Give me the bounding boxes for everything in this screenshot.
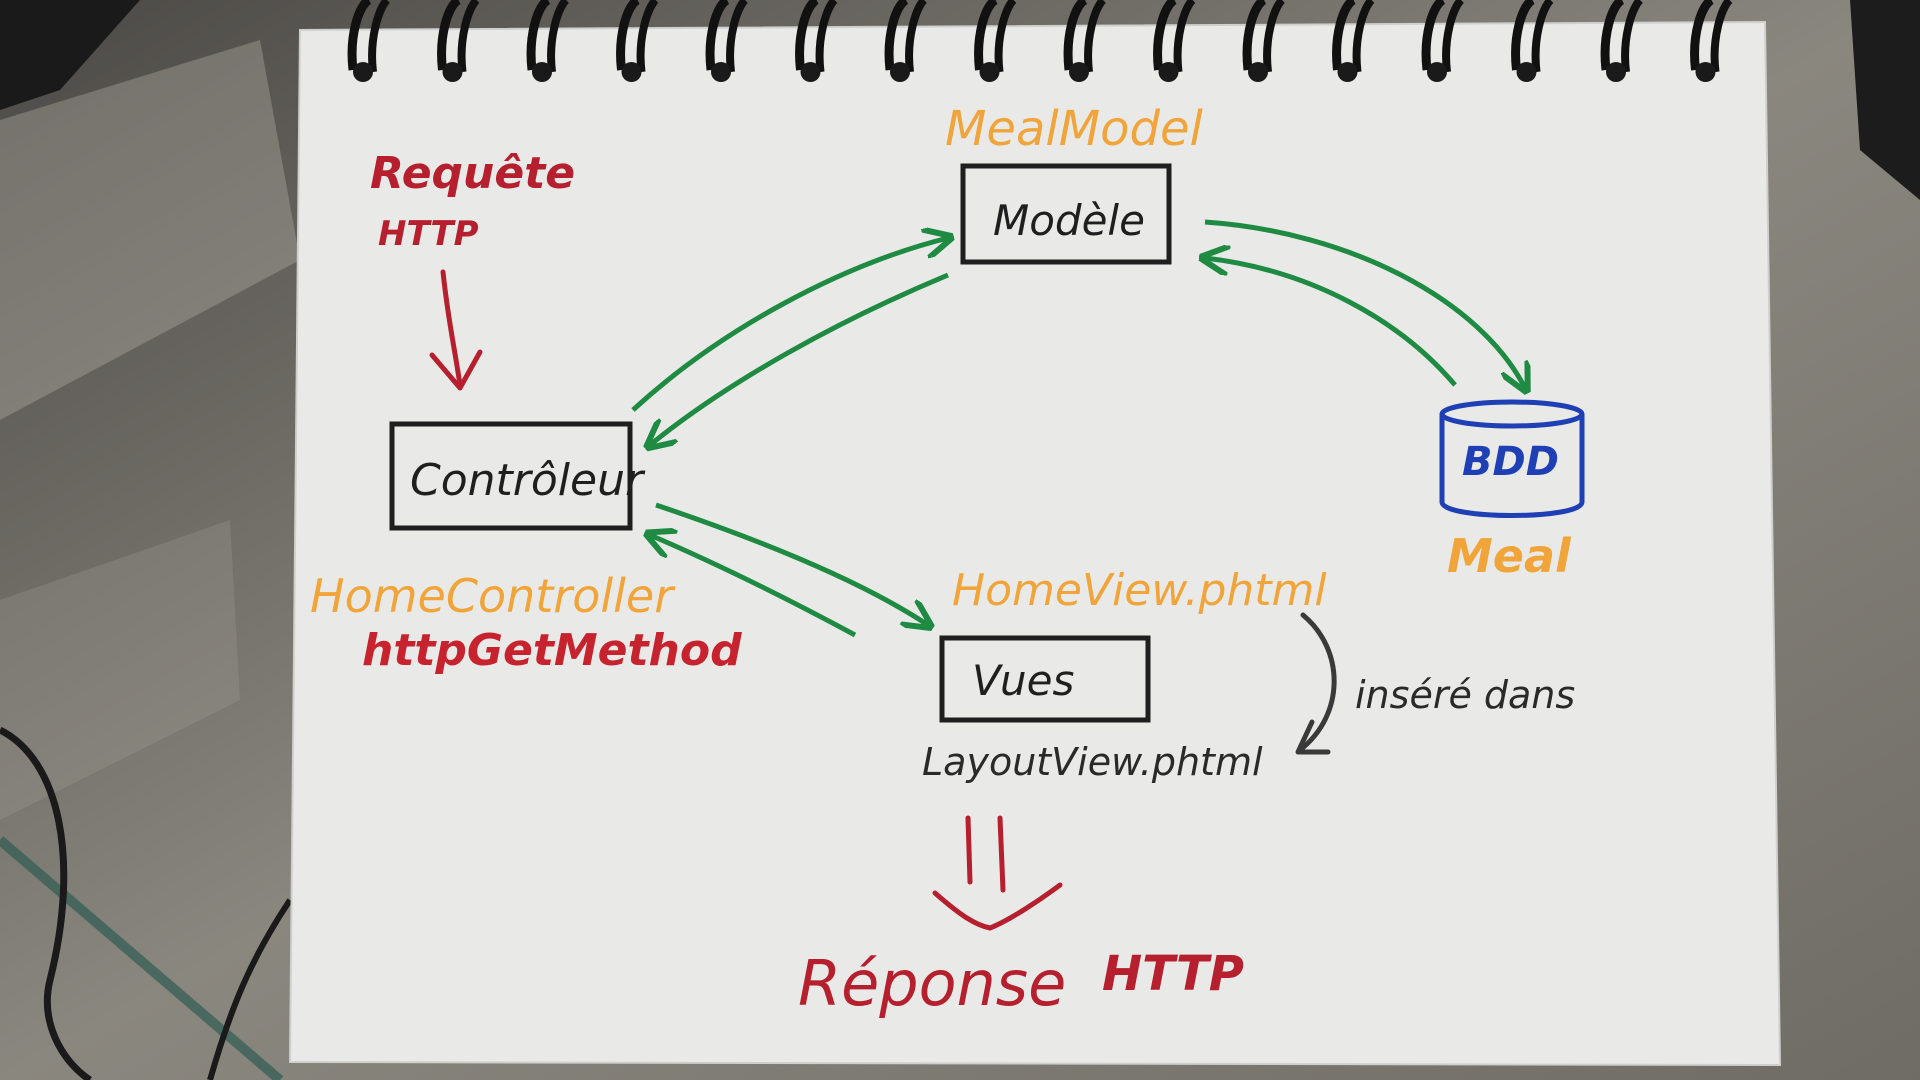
spiral-ring [547, 0, 570, 73]
spiral-hole [1069, 62, 1089, 82]
spiral-ring [457, 0, 480, 73]
spiral-ring [1621, 0, 1644, 73]
spiral-hole [353, 62, 373, 82]
spiral-ring [526, 0, 551, 71]
model-box-label: Modèle [993, 196, 1145, 245]
spiral-ring [1063, 0, 1088, 71]
spiral-ring [795, 0, 820, 71]
database-to-model-arrow [1205, 258, 1457, 387]
spiral-hole [800, 62, 821, 82]
spiral-ring [1263, 0, 1286, 73]
spiral-ring [437, 0, 462, 71]
spiral-hole [1695, 62, 1716, 82]
spiral-ring [884, 0, 909, 71]
spiral-ring [347, 0, 372, 71]
views-to-controller-arrow [650, 535, 857, 638]
controller-box-label: Contrôleur [410, 455, 646, 506]
spiral-ring [974, 0, 999, 71]
response-protocol: HTTP [1102, 946, 1244, 1002]
spiral-ring [368, 0, 391, 73]
response-label: Réponse [798, 947, 1066, 1020]
spiral-ring [705, 0, 730, 71]
database-label: BDD [1462, 439, 1559, 485]
spiral-ring [1531, 0, 1554, 73]
model-box [960, 163, 1172, 265]
spiral-ring [1421, 0, 1446, 71]
spiral-ring [636, 0, 659, 73]
spiral-hole [532, 62, 552, 82]
layout-file-label: LayoutView.phtml [922, 740, 1263, 784]
spiral-ring [905, 0, 928, 73]
spiral-ring [1710, 0, 1733, 73]
controller-class-label: HomeController [310, 569, 676, 623]
spiral-hole [1248, 62, 1268, 82]
database-table-label: Meal [1447, 529, 1572, 583]
controller-to-views-arrow [655, 502, 928, 625]
spiral-hole [1516, 62, 1537, 82]
response-arrow [932, 815, 1063, 931]
request-protocol: HTTP [378, 214, 479, 254]
controller-method-label: httpGetMethod [362, 625, 742, 676]
inserted-in-label: inséré dans [1355, 673, 1575, 717]
spiral-hole [890, 62, 910, 82]
request-label: Requête [370, 148, 575, 199]
inserted-in-arrow [1295, 612, 1337, 755]
spiral-ring [1690, 0, 1715, 71]
views-box [939, 635, 1151, 723]
spiral-ring [1332, 0, 1357, 71]
spiral-ring [1442, 0, 1465, 73]
spiral-hole [1606, 62, 1626, 82]
model-to-controller-arrow [650, 272, 949, 445]
spiral-ring [1352, 0, 1375, 73]
view-file-label: HomeView.phtml [952, 565, 1327, 616]
spiral-ring [1600, 0, 1625, 71]
controller-box [389, 421, 633, 531]
spiral-hole [1337, 62, 1358, 82]
views-box-label: Vues [972, 656, 1074, 705]
notebook-page [290, 22, 1780, 1065]
spiral-ring [815, 0, 838, 73]
spiral-ring [994, 0, 1017, 73]
spiral-ring [616, 0, 641, 71]
spiral-ring [1173, 0, 1196, 73]
model-to-database-arrow [1204, 219, 1525, 388]
spiral-hole [1158, 62, 1179, 82]
request-arrow [429, 269, 483, 391]
spiral-ring [726, 0, 749, 73]
database-cylinder [1439, 399, 1585, 518]
spiral-ring [1242, 0, 1267, 71]
spiral-hole [711, 62, 731, 82]
spiral-binding [347, 0, 1733, 82]
model-class-label: MealModel [945, 101, 1203, 157]
spiral-ring [1084, 0, 1107, 73]
spiral-hole [442, 62, 463, 82]
controller-to-model-arrow [631, 238, 948, 412]
spiral-ring [1511, 0, 1536, 71]
spiral-hole [621, 62, 642, 82]
spiral-hole [1427, 62, 1447, 82]
spiral-ring [1153, 0, 1178, 71]
spiral-hole [979, 62, 1000, 82]
